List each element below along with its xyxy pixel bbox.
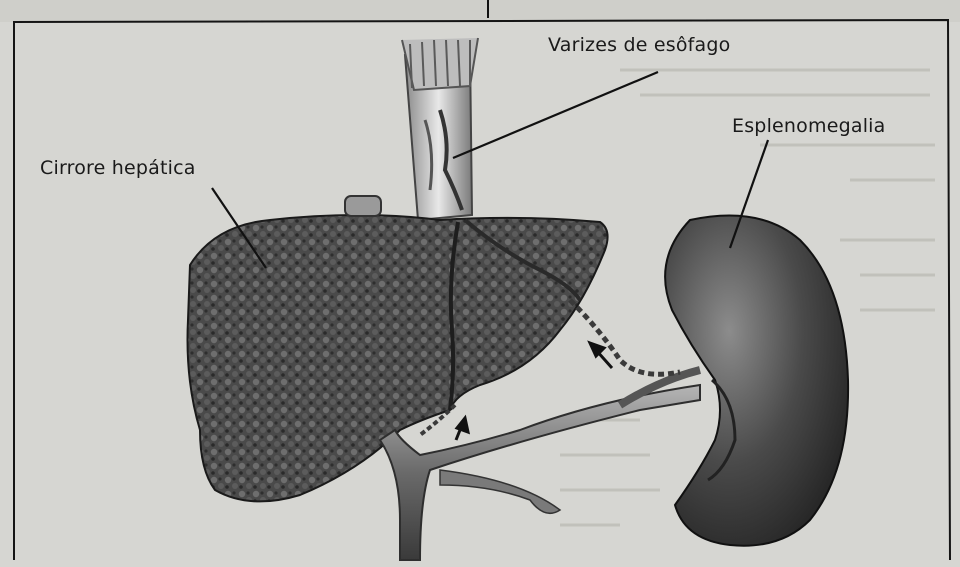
gallbladder-stub [345,196,381,216]
label-varizes-esofago: Varizes de esôfago [548,34,730,56]
top-strip [0,0,960,22]
label-esplenomegalia: Esplenomegalia [732,115,886,137]
label-cirrose-hepatica: Cirrore hepática [40,157,196,179]
